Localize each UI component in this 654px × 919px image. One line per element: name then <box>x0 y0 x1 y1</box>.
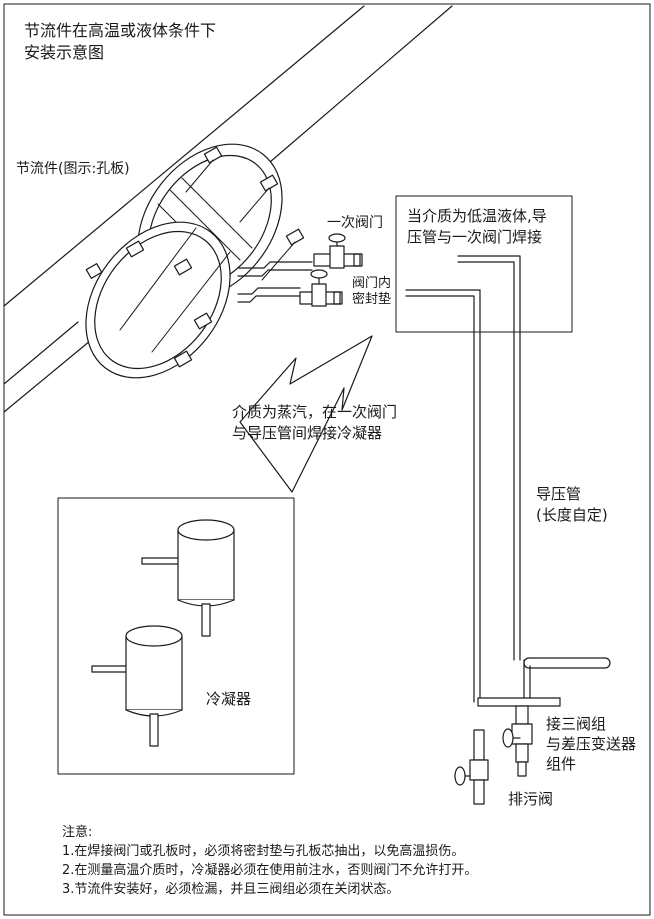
impulse-line-2: (长度自定) <box>536 506 608 524</box>
low-temp-line-1: 当介质为低温液体,导 <box>407 207 547 225</box>
notes-heading: 注意: <box>62 825 93 840</box>
drain-valve <box>454 729 489 805</box>
condenser-upper <box>141 519 235 637</box>
condenser-label: 冷凝器 <box>206 690 252 708</box>
page-border <box>3 3 651 916</box>
low-temp-tube-example <box>405 255 521 333</box>
throttle-label: 节流件(图示:孔板) <box>16 161 130 177</box>
condenser-box <box>57 497 295 775</box>
condenser-lower <box>91 625 183 747</box>
title-line-2: 安装示意图 <box>24 43 105 62</box>
impulse-line-1: 导压管 <box>536 485 582 503</box>
pipe <box>3 5 453 413</box>
valve-seal-label: 阀门内 密封垫 <box>352 276 391 308</box>
diagram-title: 节流件在高温或液体条件下 安装示意图 <box>24 20 216 64</box>
manifold-label: 接三阀组 与差压变送器 组件 <box>546 714 636 774</box>
low-temp-line-2: 压管与一次阀门焊接 <box>407 228 543 246</box>
manifold-line-1: 接三阀组 <box>546 715 607 733</box>
steam-note: 介质为蒸汽，在一次阀门 与导压管间焊接冷凝器 <box>232 402 397 444</box>
steam-line-2: 与导压管间焊接冷凝器 <box>232 424 383 442</box>
primary-valve-upper <box>313 233 363 269</box>
impulse-tubes <box>473 329 611 707</box>
note-item-2: 2.在测量高温介质时，冷凝器必须在使用前注水，否则阀门不允许打开。 <box>62 863 478 878</box>
note-item-3: 3.节流件安装好，必须检漏，并且三阀组必须在关闭状态。 <box>62 882 400 897</box>
manifold-line-3: 组件 <box>546 755 577 773</box>
title-line-1: 节流件在高温或液体条件下 <box>24 21 217 40</box>
note-item-1: 1.在焊接阀门或孔板时，必须将密封垫与孔板芯抽出，以免高温损伤。 <box>62 844 465 859</box>
low-temp-note: 当介质为低温液体,导 压管与一次阀门焊接 <box>407 206 547 248</box>
primary-valve-label: 一次阀门 <box>327 215 383 231</box>
impulse-tube-label: 导压管 (长度自定) <box>536 484 608 526</box>
valve-seal-line-2: 密封垫 <box>352 292 392 307</box>
notes-section: 注意: 1.在焊接阀门或孔板时，必须将密封垫与孔板芯抽出，以免高温损伤。 2.在… <box>62 823 477 899</box>
valve-seal-line-1: 阀门内 <box>352 276 392 291</box>
orifice-flange-assembly <box>85 143 305 379</box>
steam-line-1: 介质为蒸汽，在一次阀门 <box>232 403 398 421</box>
drain-valve-label: 排污阀 <box>508 790 554 808</box>
manifold-valve <box>502 705 533 777</box>
impulse-tube-stubs <box>237 261 313 303</box>
low-temp-box <box>395 195 573 333</box>
primary-valve-lower <box>299 269 343 307</box>
steam-arrow <box>239 335 373 493</box>
manifold-line-2: 与差压变送器 <box>546 735 637 753</box>
